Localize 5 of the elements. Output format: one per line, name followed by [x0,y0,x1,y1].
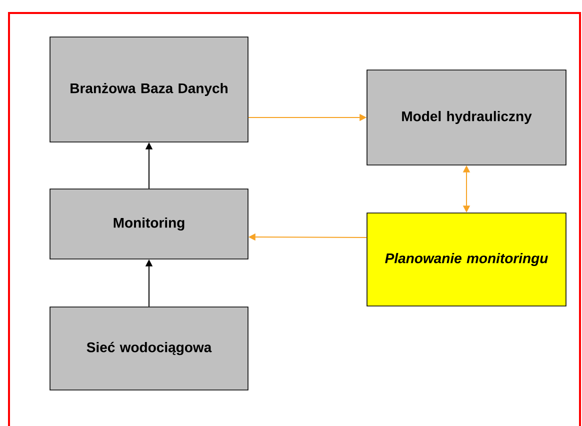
process-box: Branżowa Baza Danych [50,36,248,142]
process-box: Model hydrauliczny [366,70,566,166]
process-box: Sieć wodociągowa [50,306,248,390]
highlighted-box: Planowanie monitoringu [366,212,566,306]
process-box: Monitoring [50,188,248,260]
